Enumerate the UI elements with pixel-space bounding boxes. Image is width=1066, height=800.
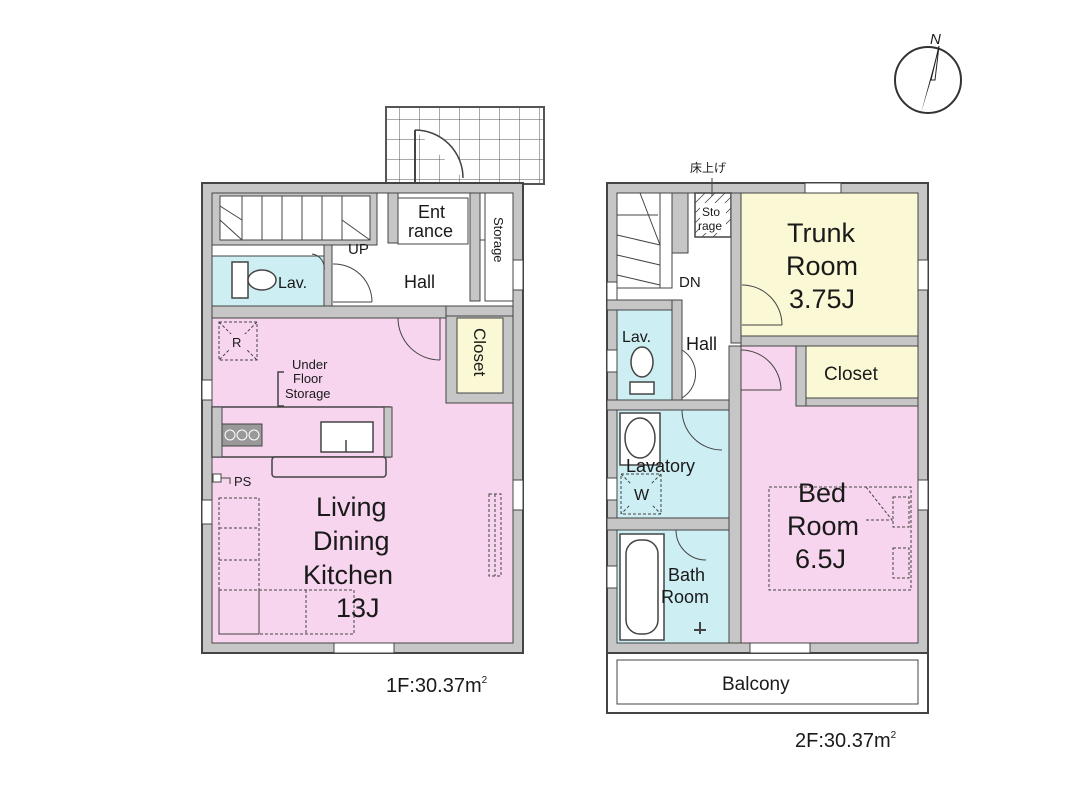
- trunk-room-label-line3: 3.75J: [789, 284, 855, 314]
- ldk-label-line2: Dining: [313, 526, 390, 556]
- up-label: UP: [348, 241, 369, 258]
- balcony-label: Balcony: [722, 674, 790, 695]
- north-label: N: [930, 31, 941, 48]
- closet-1f-area: [456, 317, 504, 394]
- floor-1-plan: [201, 106, 545, 654]
- ps-icon: [212, 473, 222, 483]
- closet-2f-label: Closet: [824, 364, 879, 385]
- bath-room-label-line2: Room: [661, 587, 709, 607]
- sink-icon: [320, 421, 374, 453]
- entrance-label-line2: rance: [408, 221, 453, 241]
- trunk-room-label-line1: Trunk: [787, 218, 856, 248]
- washer-icon: [620, 473, 662, 515]
- washbasin-icon: [619, 412, 661, 466]
- under-floor-storage-line2: Floor: [293, 371, 323, 386]
- lav-1f-label: Lav.: [278, 275, 307, 292]
- hall-2f-label: Hall: [686, 334, 717, 354]
- storage-2f-label-line1: Sto: [702, 205, 720, 219]
- bath-room-label-line1: Bath: [668, 565, 705, 585]
- bed-room-label-line1: Bed: [798, 478, 846, 508]
- ldk-label-line3: Kitchen: [303, 560, 393, 590]
- entrance-label-line1: Ent: [418, 202, 445, 222]
- dn-label: DN: [679, 274, 701, 291]
- storage-1f-label: Storage: [491, 217, 506, 263]
- storage-2f-label-line2: rage: [698, 219, 722, 233]
- floor-1-labels: Ent rance Storage UP Hall Lav. Closet R …: [232, 202, 506, 697]
- hall-1f-label: Hall: [404, 272, 435, 292]
- ldk-label-line1: Living: [316, 492, 387, 522]
- under-floor-storage-line3: Storage: [285, 386, 331, 401]
- closet-1f-label: Closet: [470, 328, 489, 376]
- floor-2-labels: 床上げ Sto rage Trunk Room 3.75J DN Hall La…: [622, 161, 897, 752]
- raised-floor-note: 床上げ: [690, 161, 726, 175]
- bed-room-label-line2: Room: [787, 511, 859, 541]
- entrance-porch: [385, 106, 545, 185]
- toilet-1f-icon: [231, 261, 277, 299]
- washer-label: W: [634, 487, 650, 504]
- lav-2f-label: Lav.: [622, 329, 651, 346]
- ps-label: PS: [234, 474, 252, 489]
- lavatory-label: Lavatory: [626, 456, 695, 476]
- sofa-outline: [218, 497, 355, 635]
- trunk-room-area: [740, 192, 919, 337]
- ldk-label-line4: 13J: [336, 593, 380, 623]
- refrigerator-label: R: [232, 335, 241, 350]
- refrigerator-icon: [218, 321, 258, 361]
- toilet-2f-icon: [629, 346, 655, 395]
- bed-outline: [768, 486, 912, 591]
- stove-icon: [221, 423, 263, 447]
- trunk-room-label-line2: Room: [786, 251, 858, 281]
- under-floor-storage-line1: Under: [292, 357, 328, 372]
- tv-board: [488, 493, 502, 577]
- north-arrow-icon: N: [894, 31, 962, 114]
- floor2-area-caption: 2F:30.37m2: [795, 730, 897, 752]
- floor1-area-caption: 1F:30.37m2: [386, 675, 488, 697]
- floor-2-plan: [606, 178, 929, 714]
- bathtub-icon: [619, 533, 665, 641]
- bed-room-label-line3: 6.5J: [795, 544, 846, 574]
